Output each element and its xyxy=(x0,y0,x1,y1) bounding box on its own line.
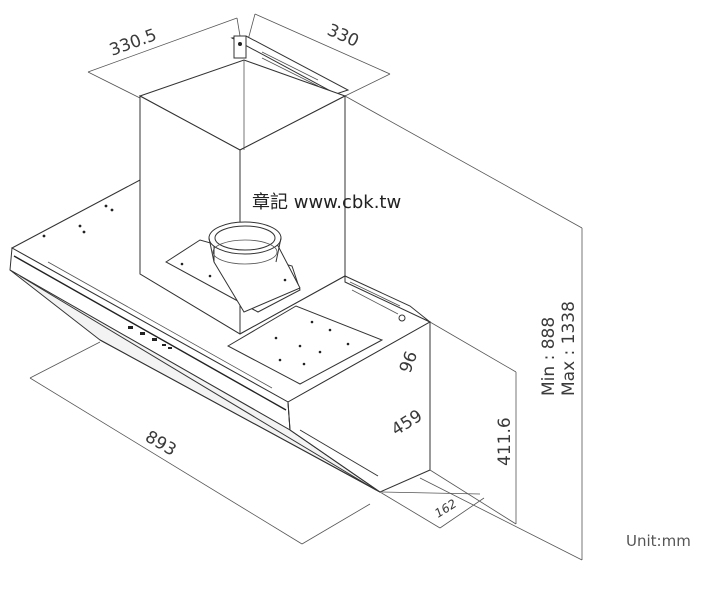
dim-height-max: Max : 1338 xyxy=(559,301,579,396)
dim-body-height: 411.6 xyxy=(495,417,515,466)
unit-label: Unit:mm xyxy=(626,532,691,550)
duct-collar xyxy=(165,221,301,313)
filter-plate xyxy=(226,305,384,385)
watermark-text: 章記 www.cbk.tw xyxy=(252,192,401,213)
dimension-lines xyxy=(29,95,583,561)
chimney-dimension-lines xyxy=(87,13,391,99)
dim-overall-width: 893 xyxy=(142,427,180,461)
dim-base-depth: 162 xyxy=(432,497,459,521)
dim-height-min: Min : 888 xyxy=(539,317,559,396)
